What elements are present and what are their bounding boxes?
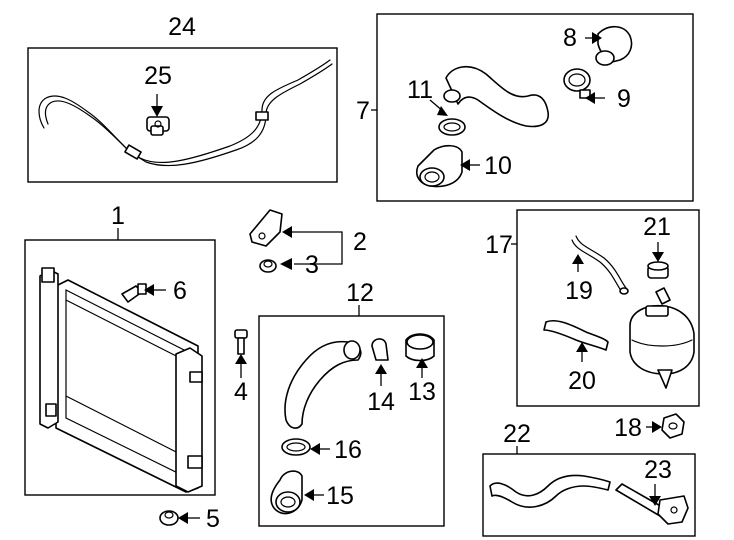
group-box-17: [516, 209, 700, 407]
group-box-7: [376, 13, 694, 202]
group-box-24: [27, 47, 338, 183]
callout-6: 6: [173, 277, 187, 305]
hose-assembly-24: [38, 59, 333, 167]
hose-23: [615, 483, 689, 525]
callout-8: 8: [563, 24, 577, 52]
clamp-11: [438, 118, 466, 136]
hose-19: [571, 235, 629, 295]
group-box-22: [482, 453, 696, 537]
callout-2: 2: [353, 228, 367, 256]
bolt-4: [234, 329, 248, 355]
clip-14: [371, 338, 389, 361]
callout-3: 3: [305, 251, 319, 279]
callout-1: 1: [111, 202, 125, 230]
nut-18: [661, 413, 685, 439]
radiator-1: [39, 267, 203, 493]
callout-15: 15: [326, 482, 354, 510]
group-box-12: [258, 315, 445, 527]
arrow-10: [460, 159, 470, 171]
elbow-15: [270, 470, 303, 515]
bushing-3: [259, 259, 277, 273]
arrow-20: [576, 342, 588, 352]
hose-12-lower: [284, 340, 362, 429]
callout-21: 21: [643, 213, 671, 241]
grommet-5: [159, 510, 179, 526]
arrow-23: [649, 496, 661, 506]
hose-22: [489, 474, 611, 508]
callout-25: 25: [144, 62, 172, 90]
callout-11: 11: [407, 76, 433, 104]
callout-9: 9: [617, 85, 631, 113]
callout-13: 13: [408, 378, 436, 406]
arrow-25: [151, 106, 163, 117]
callout-17: 17: [485, 231, 513, 259]
elbow-13: [405, 333, 435, 362]
group-box-1: [24, 239, 216, 496]
clamp-16: [281, 438, 311, 456]
arrow-9: [585, 92, 595, 104]
leader-2-3: [284, 231, 343, 265]
bracket-2: [249, 209, 283, 247]
callout-23: 23: [644, 456, 672, 484]
arrow-8: [592, 32, 602, 44]
arrow-4: [235, 354, 247, 364]
arrow-13: [416, 358, 428, 368]
arrow-3: [280, 258, 292, 270]
callout-5: 5: [206, 505, 220, 533]
hose-20: [543, 319, 609, 351]
clip-25: [146, 116, 170, 136]
arrow-6: [144, 284, 154, 296]
callout-24: 24: [168, 13, 196, 41]
reservoir-tank: [629, 287, 695, 389]
elbow-8: [595, 25, 633, 66]
callout-16: 16: [334, 436, 362, 464]
hose-11-upper: [443, 66, 550, 128]
callout-18: 18: [614, 414, 642, 442]
arrow-19: [572, 254, 584, 264]
arrow-2: [282, 226, 292, 238]
arrow-16: [310, 443, 320, 455]
clamp-9: [563, 68, 591, 99]
arrow-18: [652, 421, 662, 433]
callout-12: 12: [346, 279, 374, 307]
callout-7: 7: [356, 97, 370, 125]
arrow-11: [437, 106, 448, 116]
elbow-10: [415, 144, 463, 188]
cap-21: [647, 261, 669, 279]
drain-plug-6: [121, 283, 147, 303]
callout-19: 19: [565, 277, 593, 305]
arrow-14: [375, 364, 387, 374]
arrow-21: [652, 252, 664, 262]
arrow-15: [304, 489, 314, 501]
callout-22: 22: [503, 420, 531, 448]
callout-4: 4: [234, 378, 248, 406]
arrow-5: [178, 512, 188, 524]
callout-20: 20: [568, 367, 596, 395]
callout-10: 10: [484, 152, 512, 180]
callout-14: 14: [367, 388, 395, 416]
